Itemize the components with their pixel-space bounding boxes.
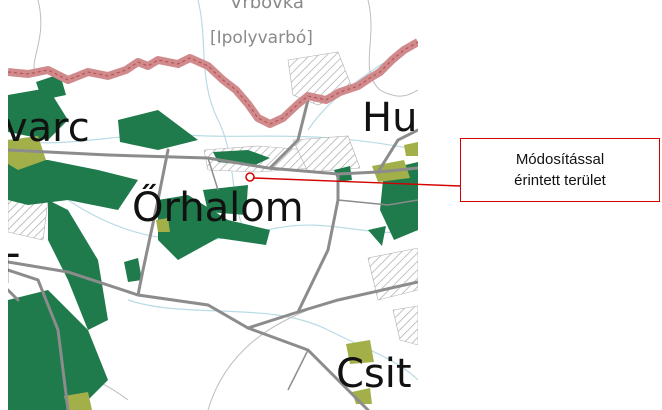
callout-line-2: érintett terület <box>514 172 606 189</box>
forest-areas <box>8 74 418 410</box>
callout-box: Módosítással érintett terület <box>460 138 660 202</box>
affected-area-marker <box>245 172 255 182</box>
place-label-hu: Hu <box>362 95 418 141</box>
map-canvas <box>8 0 418 410</box>
place-label-orhalom: Őrhalom <box>132 185 304 231</box>
roads <box>8 98 418 410</box>
place-label-vrbovka: Vrbovka <box>230 0 304 13</box>
place-label-ipolyvarbo: [Ipolyvarbó] <box>210 28 313 48</box>
place-label-t: T <box>8 250 18 290</box>
map-frame[interactable]: Vrbovka [Ipolyvarbó] varc Őrhalom Hu Csi… <box>8 0 418 410</box>
minor-roads <box>207 157 418 391</box>
callout-line-1: Módosítással <box>515 151 605 168</box>
place-label-varc: varc <box>8 105 90 151</box>
place-label-csit: Csit <box>336 351 412 397</box>
callout-text: Módosítással érintett terület <box>514 149 606 191</box>
